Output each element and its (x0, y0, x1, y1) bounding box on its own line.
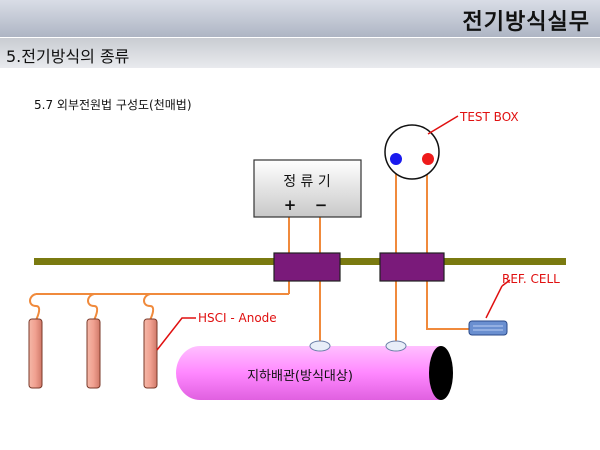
rectifier-minus: − (315, 196, 328, 214)
pipe-label: 지하배관(방식대상) (247, 369, 353, 384)
rectifier-label: 정 류 기 (283, 174, 331, 190)
ref-cell-pointer-top (501, 279, 511, 287)
pipe-connection-test (385, 340, 407, 352)
pipe-connection-rectifier (309, 340, 331, 352)
anode-label: HSCI - Anode (198, 311, 277, 325)
rectifier-box (253, 159, 362, 218)
ref-cell-label: REF. CELL (502, 272, 560, 286)
anode-pointer (156, 317, 196, 351)
test-terminal-negative (390, 153, 402, 165)
test-box-pointer (427, 115, 459, 135)
anode-3 (143, 318, 158, 389)
section-title: 5.전기방식의 종류 (6, 47, 130, 66)
pipe-end (429, 346, 453, 400)
slide-title: 전기방식실무 (462, 10, 590, 35)
test-box-circle (384, 124, 440, 180)
junction-box-test (379, 252, 445, 282)
ref-cell-pointer (485, 285, 503, 319)
reference-cell-texture (473, 325, 503, 331)
rectifier-plus: + (284, 196, 297, 214)
test-box-label: TEST BOX (459, 110, 519, 124)
anode-2 (86, 318, 101, 389)
section-bar: 5.전기방식의 종류 (0, 38, 600, 68)
anode-1 (28, 318, 43, 389)
test-terminal-positive (422, 153, 434, 165)
diagram-subtitle: 5.7 외부전원법 구성도(천매법) (34, 98, 192, 112)
junction-box-rectifier (273, 252, 341, 282)
reference-cell (468, 320, 508, 336)
title-bar: 전기방식실무 (0, 0, 600, 37)
pipe-body (176, 346, 441, 400)
wires (29, 166, 470, 342)
